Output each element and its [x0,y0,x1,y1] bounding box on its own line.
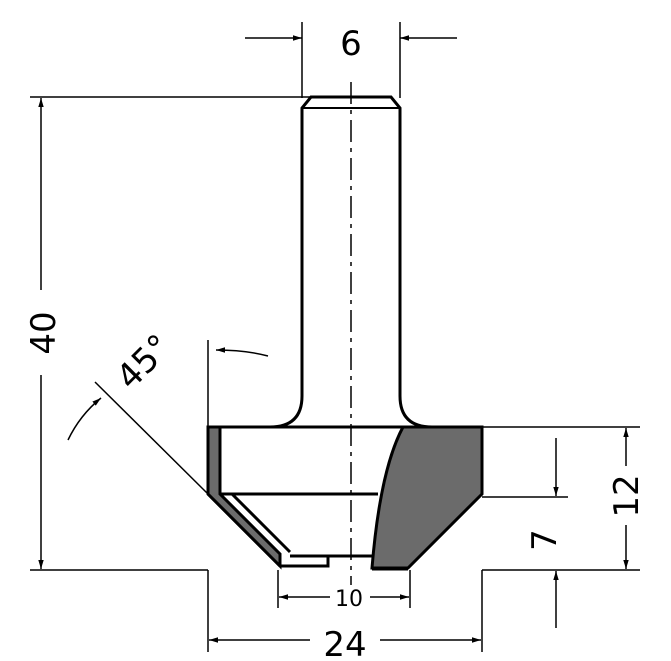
dimension-cut-height [482,426,640,571]
dimension-lower-height [482,438,568,628]
chamfer-inner-edge [230,492,292,554]
shank-fillet-left [269,395,304,429]
dimension-label-cut-height: 12 [607,474,647,517]
dimension-label-lower-height: 7 [525,529,565,551]
blade-left [206,425,282,570]
dimension-overall-length [30,96,310,571]
dimension-label-cut-diameter: 24 [323,625,366,661]
dimension-shank-diameter [245,22,457,98]
dimension-angle [67,340,269,495]
dimension-bottom-diameter [277,570,411,608]
shank-fillet-right [398,395,433,429]
dimension-label-length: 40 [24,311,64,354]
blade-right [370,425,484,570]
dimension-label-bottom-diameter: 10 [335,587,363,612]
dimension-cut-diameter [207,570,483,652]
dimension-label-shank: 6 [340,24,362,64]
dimension-label-angle: 45° [109,327,180,398]
